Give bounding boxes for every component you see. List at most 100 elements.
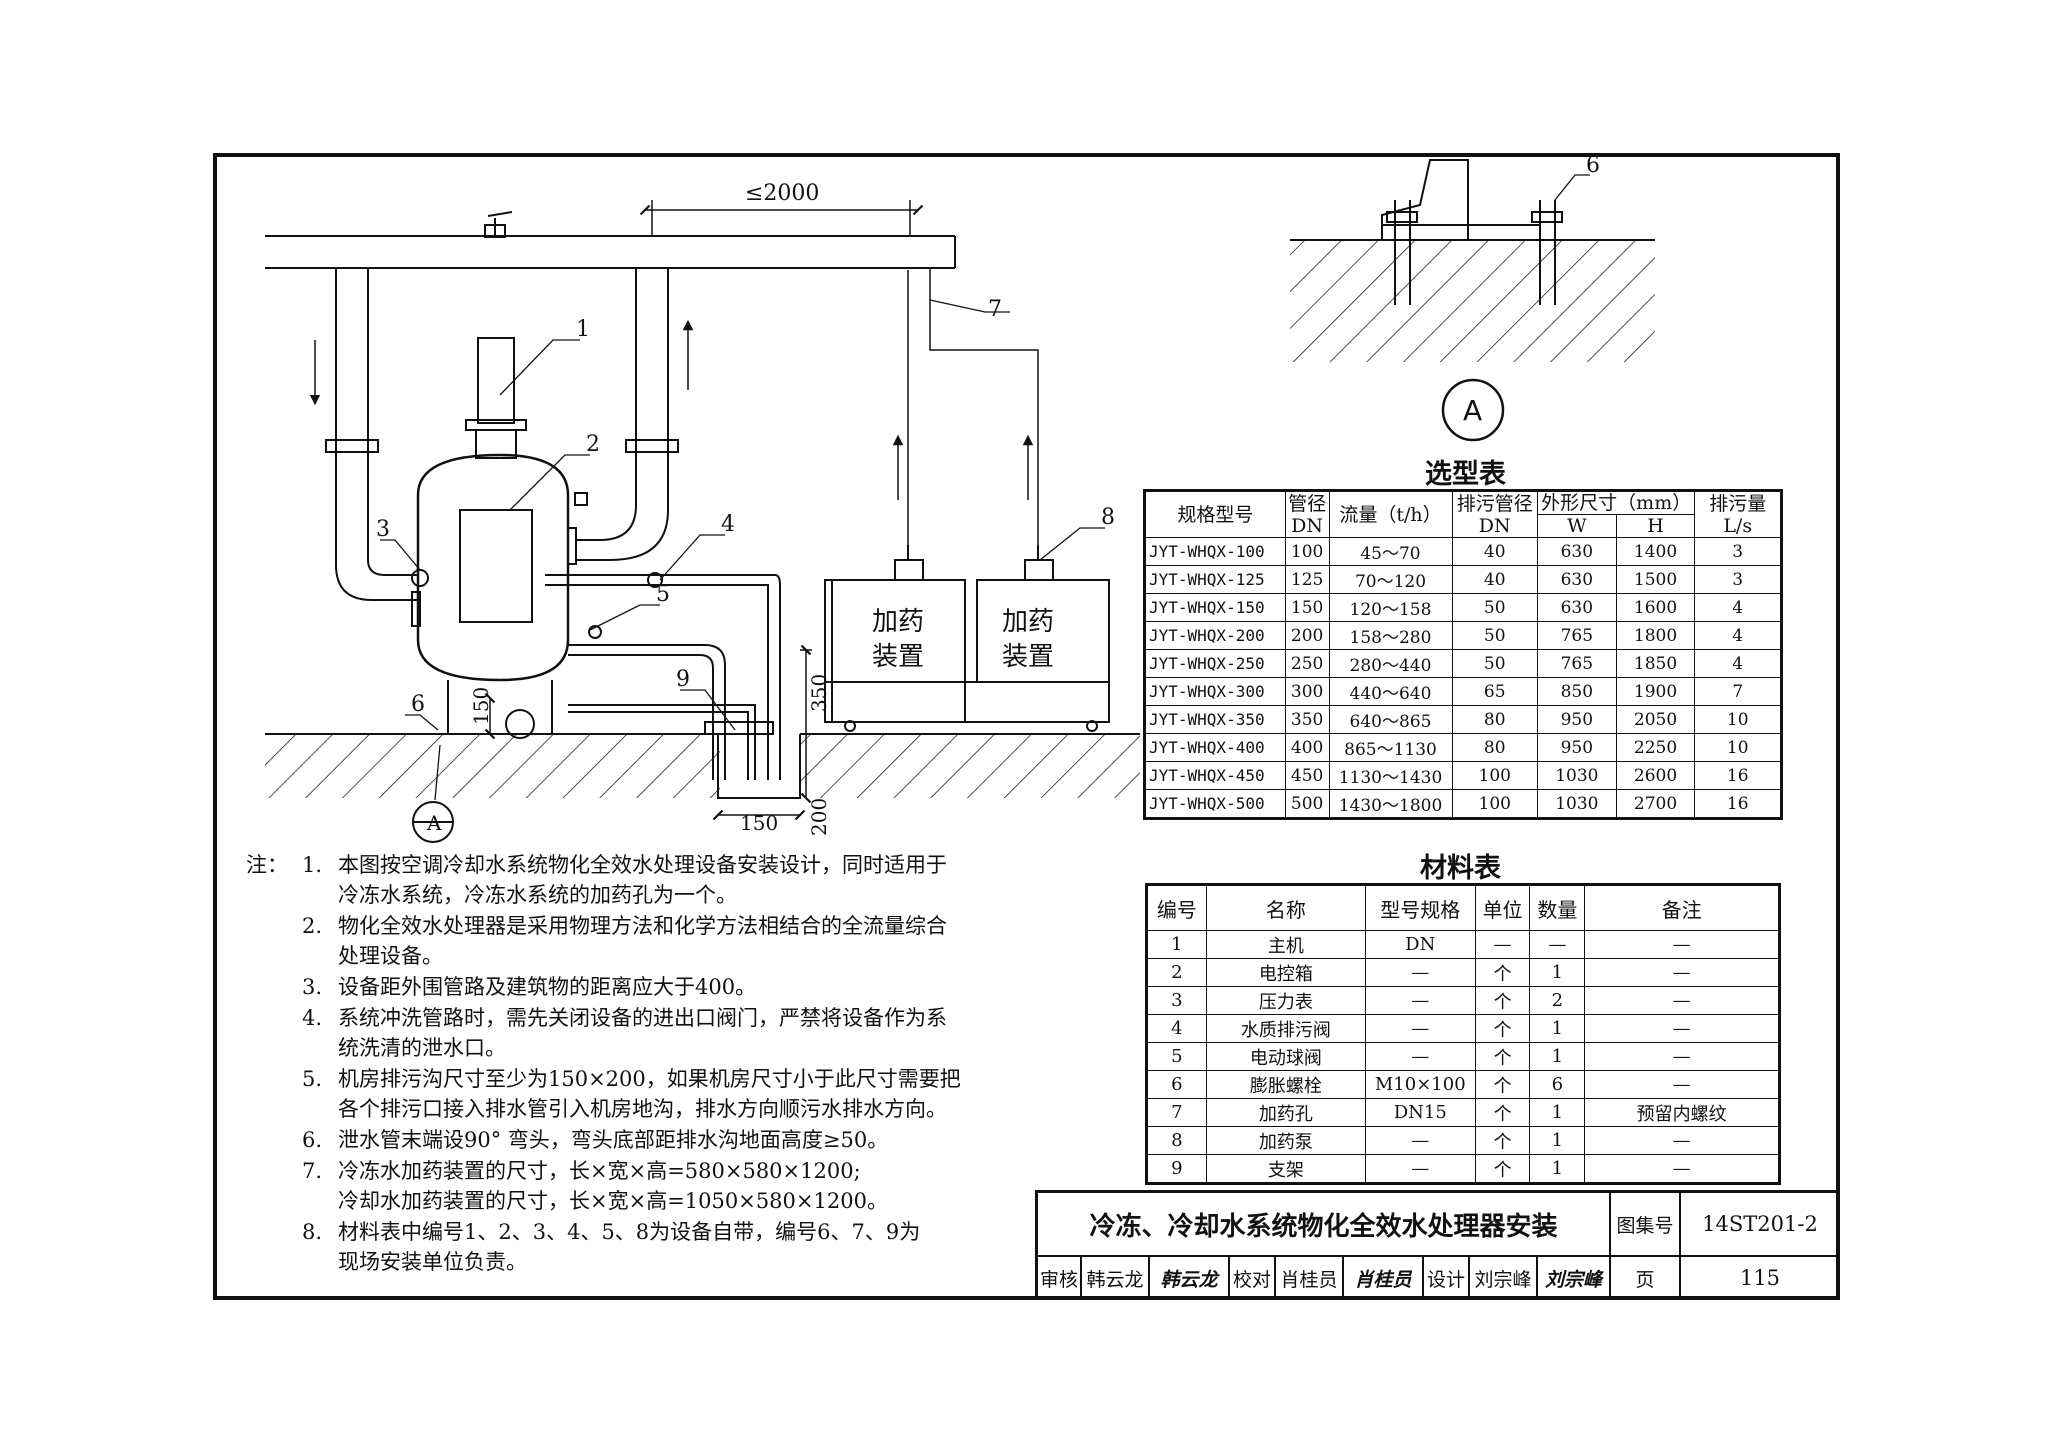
note-number: 2. — [302, 914, 323, 939]
material-cell: — — [1364, 986, 1476, 1015]
dosing-box-2-line1: 加药 — [1002, 607, 1054, 637]
value-cell: 950 — [1536, 705, 1617, 734]
value-cell: 50 — [1451, 649, 1538, 678]
callout-9: 9 — [676, 667, 690, 692]
dimension-vertical — [484, 644, 812, 821]
value-cell: 1130～1430 — [1328, 761, 1453, 790]
material-cell: 1 — [1529, 1014, 1586, 1043]
page-number: 115 — [1680, 1256, 1840, 1300]
material-cell: — — [1584, 1154, 1780, 1184]
selection-table-title: 选型表 — [1425, 459, 1506, 490]
model-cell: JYT-WHQX-400 — [1144, 733, 1286, 762]
material-cell: — — [1364, 958, 1476, 987]
value-cell: 2600 — [1615, 761, 1696, 790]
detail-a-anchor-bolts — [1290, 159, 1655, 362]
value-cell: 4 — [1694, 593, 1782, 622]
value-cell: 3 — [1694, 565, 1782, 594]
value-cell: 150 — [1284, 593, 1330, 622]
value-cell: 100 — [1451, 761, 1538, 790]
value-cell: 65 — [1451, 677, 1538, 706]
atlas-label: 图集号 — [1610, 1190, 1680, 1256]
value-cell: 2250 — [1615, 733, 1696, 762]
value-cell: 630 — [1536, 593, 1617, 622]
material-cell: — — [1584, 1042, 1780, 1071]
detail-marker-a-label: A — [1463, 394, 1482, 427]
material-cell: 个 — [1474, 1042, 1531, 1071]
page-label: 页 — [1610, 1256, 1680, 1300]
value-cell: 40 — [1451, 565, 1538, 594]
header-flow: 流量（t/h） — [1328, 490, 1453, 538]
material-cell: 3 — [1146, 986, 1207, 1015]
pipe-support — [704, 721, 774, 735]
value-cell: 4 — [1694, 621, 1782, 650]
value-cell: 45～70 — [1328, 537, 1453, 566]
vent-valve — [484, 211, 513, 238]
callout-3: 3 — [376, 517, 390, 542]
note-text: 泄水管末端设90° 弯头，弯头底部距排水沟地面高度≥50。 — [338, 1125, 1038, 1155]
callout-5: 5 — [656, 582, 670, 607]
value-cell: 125 — [1284, 565, 1330, 594]
note-line: 设备距外围管路及建筑物的距离应大于400。 — [338, 975, 757, 1000]
material-cell: — — [1364, 1126, 1476, 1155]
header-model: 规格型号 — [1144, 490, 1286, 538]
material-cell: — — [1364, 1154, 1476, 1184]
note-text: 本图按空调冷却水系统物化全效水处理设备安装设计，同时适用于冷冻水系统，冷冻水系统… — [338, 850, 1038, 910]
value-cell: 1400 — [1615, 537, 1696, 566]
checker-name: 肖桂员 — [1275, 1256, 1343, 1300]
material-cell: 1 — [1529, 1126, 1586, 1155]
detail-marker-a — [1441, 378, 1505, 442]
material-cell: 主机 — [1205, 930, 1366, 959]
model-cell: JYT-WHQX-250 — [1144, 649, 1286, 678]
model-cell: JYT-WHQX-125 — [1144, 565, 1286, 594]
callout-4: 4 — [721, 512, 735, 537]
note-text: 系统冲洗管路时，需先关闭设备的进出口阀门，严禁将设备作为系统洗清的泄水口。 — [338, 1003, 1038, 1063]
reviewer-name: 韩云龙 — [1081, 1256, 1149, 1300]
material-cell: — — [1474, 930, 1531, 959]
dosing-box-1-line2: 装置 — [872, 642, 924, 672]
header-h: H — [1615, 514, 1696, 538]
value-cell: 100 — [1451, 789, 1538, 819]
checker-signature: 肖桂员 — [1343, 1256, 1423, 1300]
value-cell: 1430～1800 — [1328, 789, 1453, 819]
value-cell: 630 — [1536, 565, 1617, 594]
material-cell: 个 — [1474, 986, 1531, 1015]
value-cell: 80 — [1451, 705, 1538, 734]
value-cell: 1030 — [1536, 761, 1617, 790]
value-cell: 1800 — [1615, 621, 1696, 650]
material-cell: 电控箱 — [1205, 958, 1366, 987]
value-cell: 80 — [1451, 733, 1538, 762]
value-cell: 50 — [1451, 593, 1538, 622]
note-text: 材料表中编号1、2、3、4、5、8为设备自带，编号6、7、9为现场安装单位负责。 — [338, 1217, 1038, 1277]
value-cell: 1850 — [1615, 649, 1696, 678]
model-cell: JYT-WHQX-200 — [1144, 621, 1286, 650]
callout-7: 7 — [988, 297, 1002, 322]
note-line: 泄水管末端设90° 弯头，弯头底部距排水沟地面高度≥50。 — [338, 1128, 889, 1153]
material-cell: 压力表 — [1205, 986, 1366, 1015]
material-cell: — — [1364, 1014, 1476, 1043]
note-number: 3. — [302, 975, 323, 1000]
notes-label: 注： — [246, 853, 288, 877]
dosing-box-2-line2: 装置 — [1002, 642, 1054, 672]
material-cell: 个 — [1474, 1098, 1531, 1127]
note-line: 各个排污口接入排水管引入机房地沟，排水方向顺污水排水方向。 — [338, 1097, 947, 1122]
designer-signature: 刘宗峰 — [1537, 1256, 1610, 1300]
note-number: 7. — [302, 1159, 323, 1183]
note-line: 本图按空调冷却水系统物化全效水处理设备安装设计，同时适用于 — [338, 853, 947, 877]
model-cell: JYT-WHQX-350 — [1144, 705, 1286, 734]
material-table-title: 材料表 — [1420, 853, 1501, 884]
material-cell: — — [1584, 1126, 1780, 1155]
material-cell: — — [1584, 958, 1780, 987]
value-cell: 1600 — [1615, 593, 1696, 622]
model-cell: JYT-WHQX-450 — [1144, 761, 1286, 790]
material-cell: 4 — [1146, 1014, 1207, 1043]
reviewer-signature: 韩云龙 — [1149, 1256, 1229, 1300]
value-cell: 450 — [1284, 761, 1330, 790]
